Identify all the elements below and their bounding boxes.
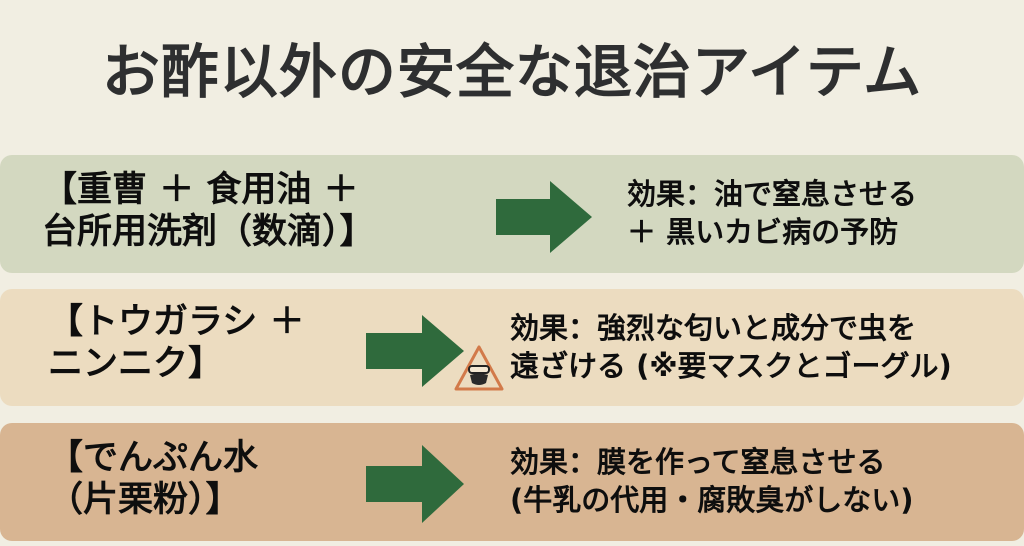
- right-arrow-icon: [496, 181, 592, 253]
- effect-line1: 効果：膜を作って窒息させる: [510, 445, 886, 479]
- item-name: 【でんぷん水 （片栗粉）】: [48, 437, 258, 521]
- effect-line1: 効果：油で窒息させる: [627, 177, 918, 211]
- item-effect: 効果：油で窒息させる ＋ 黒いカビ病の予防: [627, 175, 917, 251]
- item-card-chili-garlic: 【トウガラシ ＋ ニンニク】 効果：強烈な匂いと成分で虫を 遠ざける (※要マス…: [0, 289, 1024, 406]
- effect-line2: ＋ 黒いカビ病の予防: [627, 215, 899, 249]
- page-title: お酢以外の安全な退治アイテム: [101, 38, 923, 106]
- item-name-line1: 【重曹 ＋ 食用油 ＋: [42, 170, 359, 210]
- item-name-line1: 【トウガラシ ＋: [48, 302, 305, 342]
- item-name-line2: （片栗粉）】: [48, 480, 241, 520]
- item-name-line2: ニンニク】: [48, 344, 224, 384]
- effect-line2: (牛乳の代用・腐敗臭がしない): [510, 483, 914, 517]
- item-name: 【トウガラシ ＋ ニンニク】: [48, 301, 305, 385]
- item-name-line1: 【でんぷん水: [48, 438, 259, 478]
- item-card-starch-water: 【でんぷん水 （片栗粉）】 効果：膜を作って窒息させる (牛乳の代用・腐敗臭がし…: [0, 423, 1024, 541]
- mask-goggles-warning-icon: [454, 345, 504, 391]
- item-card-baking-soda: 【重曹 ＋ 食用油 ＋ 台所用洗剤（数滴）】 効果：油で窒息させる ＋ 黒いカビ…: [0, 155, 1024, 273]
- right-arrow-icon: [366, 445, 464, 523]
- item-effect: 効果：膜を作って窒息させる (牛乳の代用・腐敗臭がしない): [510, 443, 914, 519]
- effect-line2: 遠ざける (※要マスクとゴーグル): [510, 349, 952, 383]
- item-name: 【重曹 ＋ 食用油 ＋ 台所用洗剤（数滴）】: [42, 169, 375, 253]
- effect-line1: 効果：強烈な匂いと成分で虫を: [510, 311, 917, 345]
- item-name-line2: 台所用洗剤（数滴）】: [42, 212, 375, 252]
- item-effect: 効果：強烈な匂いと成分で虫を 遠ざける (※要マスクとゴーグル): [510, 309, 952, 385]
- right-arrow-icon: [366, 315, 464, 387]
